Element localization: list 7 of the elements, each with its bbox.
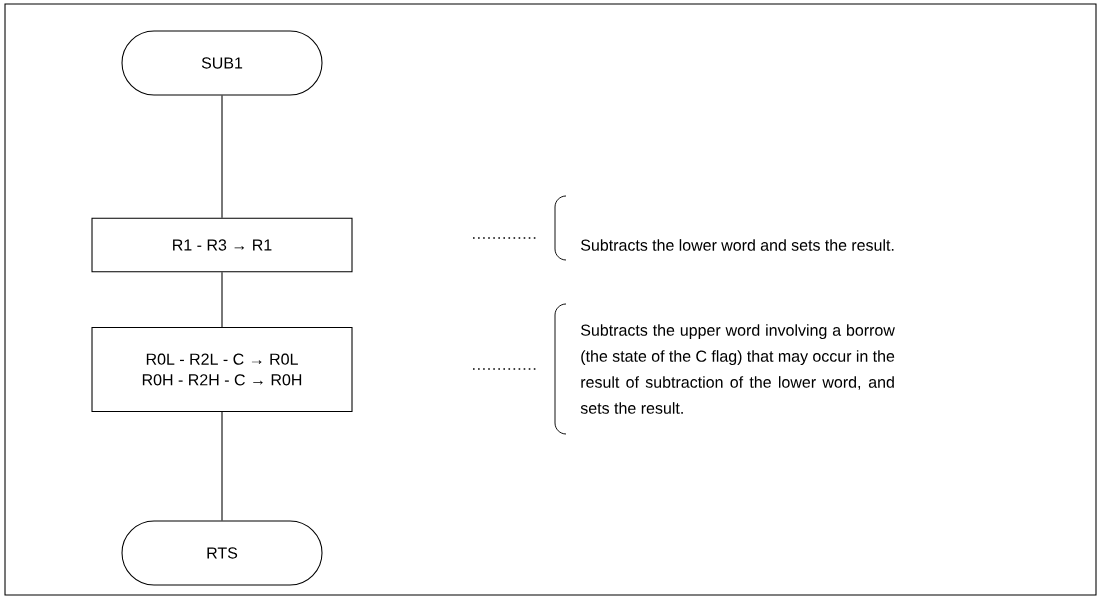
process-box: R0L - R2L - C → R0L R0H - R2H - C → R0H <box>91 326 353 413</box>
process-box: R1 - R3 → R1 <box>91 217 353 273</box>
connector-line <box>221 271 223 328</box>
annotation-text: Subtracts the upper word involving a borrow (the state of the C flag) that may occur in the result of subtraction of the lower word, and sets the result. <box>580 324 895 414</box>
connector-line <box>221 411 223 521</box>
connector-line <box>221 95 223 219</box>
annotation-text: Subtracts the lower word and sets the result. <box>581 239 894 251</box>
